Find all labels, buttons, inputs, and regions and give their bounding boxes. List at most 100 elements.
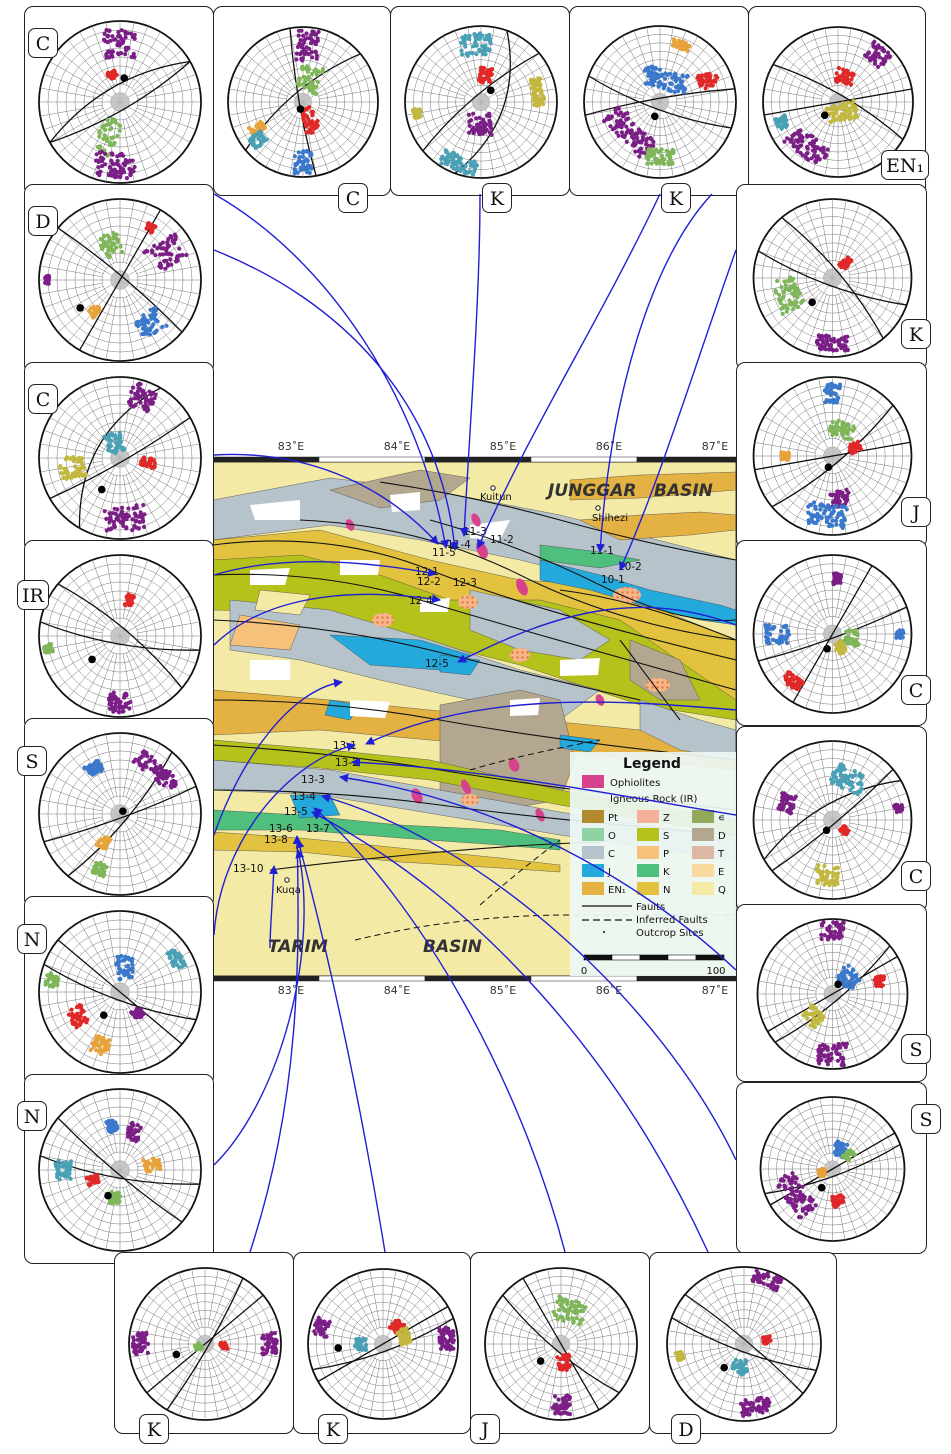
pole-cluster-olive: [528, 76, 547, 108]
pole-cluster-olive: [815, 863, 841, 888]
grid-spoke: [232, 76, 288, 97]
pole-point: [171, 963, 176, 968]
pole-point: [668, 88, 674, 93]
pole-point: [98, 155, 104, 160]
pole-point: [122, 169, 127, 175]
pole-point: [490, 67, 495, 72]
pole-point: [779, 629, 784, 634]
grid-spoke: [119, 101, 161, 173]
pole-point: [837, 648, 843, 653]
pole-point: [479, 72, 484, 77]
grid-spoke: [772, 64, 839, 103]
pole-point: [109, 693, 114, 698]
grid-spoke: [119, 279, 191, 321]
pole-point: [118, 440, 123, 445]
pole-point: [881, 48, 887, 53]
pole-point: [839, 337, 844, 342]
pole-point: [170, 238, 175, 244]
site-label: 13-7: [306, 823, 330, 835]
grid-spoke: [837, 36, 876, 103]
pole-point: [832, 425, 837, 430]
pole-point: [107, 245, 112, 250]
pole-point: [802, 1197, 807, 1202]
pole-point: [680, 79, 685, 84]
pole-cluster-teal: [247, 129, 269, 150]
pole-point: [256, 136, 261, 141]
pole-point: [442, 157, 448, 162]
pole-point: [828, 390, 833, 395]
pole-point: [119, 51, 124, 56]
pole-point: [117, 123, 122, 128]
grid-spoke: [254, 44, 293, 90]
scale-bar-segment: [667, 954, 697, 961]
pole-point: [52, 975, 57, 980]
pole-point: [625, 111, 630, 116]
pole-point: [776, 1183, 781, 1188]
pole-point: [169, 252, 174, 257]
grid-spoke: [133, 825, 183, 867]
pole-point: [93, 312, 98, 317]
pole-point: [829, 930, 834, 935]
grid-spoke: [843, 291, 884, 339]
grid-spoke: [43, 964, 104, 987]
pole-point: [656, 84, 661, 89]
pole-point: [851, 450, 856, 455]
grid-spoke: [57, 647, 107, 689]
pole-point: [832, 929, 837, 935]
mean-pole-dot: [808, 298, 816, 307]
grid-spoke: [847, 1174, 901, 1194]
great-circle: [57, 583, 183, 689]
pole-point: [827, 524, 832, 529]
pole-point: [170, 773, 175, 778]
pole-point: [684, 74, 689, 79]
pole-point: [169, 781, 175, 786]
pole-point: [782, 797, 787, 802]
pole-point: [105, 118, 110, 123]
pole-point: [469, 163, 474, 168]
pole-point: [119, 151, 124, 156]
pole-point: [851, 442, 857, 447]
pole-point: [85, 765, 90, 770]
pole-point: [89, 1175, 95, 1180]
pole-point: [153, 306, 158, 311]
pole-point: [97, 130, 102, 135]
pole-point: [843, 1042, 848, 1047]
pole-point: [785, 679, 790, 684]
map-igneous-0: [613, 587, 641, 603]
pole-point: [840, 827, 845, 832]
pole-cluster-green: [842, 628, 861, 648]
pole-point: [148, 1169, 153, 1174]
pole-point: [815, 868, 820, 873]
pole-point: [481, 77, 487, 83]
pole-point: [111, 519, 116, 525]
grid-spoke: [805, 559, 827, 618]
pole-point: [307, 46, 312, 51]
pole-point: [793, 299, 798, 304]
pole-point: [466, 112, 472, 117]
grid-spoke: [43, 819, 104, 842]
pole-point: [114, 962, 119, 967]
grid-spoke: [137, 443, 200, 456]
panel-lithology-tag: C: [28, 384, 58, 414]
grid-spoke: [792, 209, 833, 279]
pole-point: [467, 130, 472, 135]
pole-point: [634, 135, 639, 140]
grid-spoke: [57, 825, 107, 867]
pole-point: [168, 955, 173, 960]
pole-point: [138, 1125, 143, 1130]
grid-spoke: [763, 819, 833, 860]
map-igneous-1: [372, 613, 394, 627]
pole-cluster-red: [872, 974, 887, 989]
pole-point: [300, 150, 305, 155]
pole-point: [836, 65, 841, 71]
grid-spoke: [119, 813, 161, 885]
pole-point: [836, 114, 842, 120]
pole-point: [141, 318, 146, 323]
pole-point: [828, 399, 833, 404]
pole-point: [779, 285, 784, 290]
pole-point: [800, 681, 805, 686]
pole-point: [808, 512, 814, 517]
grid-center: [110, 626, 130, 646]
grid-spoke: [633, 117, 655, 174]
pole-point: [131, 506, 136, 511]
